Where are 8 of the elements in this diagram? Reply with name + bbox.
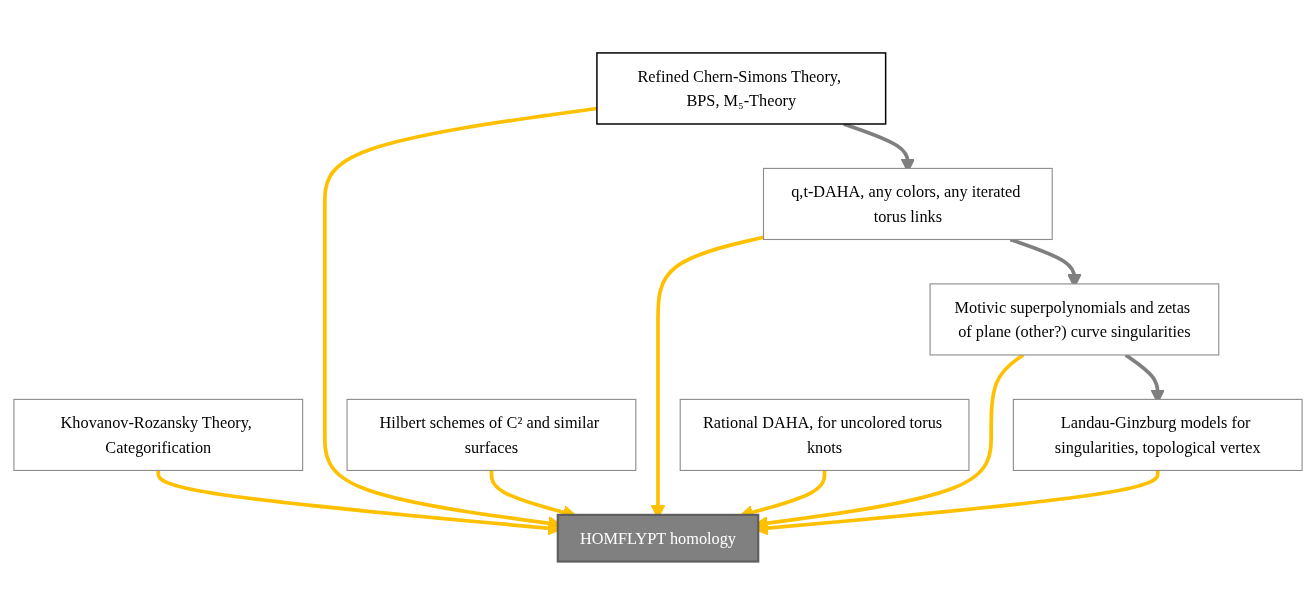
- node-box: q,t-DAHA, any colors, any iterated torus links: [762, 167, 1053, 240]
- node-box: Landau-Ginzburg models for singularities, topological vertex: [1012, 398, 1303, 471]
- node-box: HOMFLYPT homology: [556, 513, 760, 563]
- node-box: Refined Chern-Simons Theory, BPS, M₅-Theory: [596, 51, 887, 125]
- node-box: Hilbert schemes of C² and similar surfaces: [346, 398, 637, 471]
- node-box: Khovanov-Rozansky Theory, Categorification: [13, 398, 304, 471]
- node-box: Motivic superpolynomials and zetas of plane (other?) curve singularities: [929, 283, 1220, 356]
- node-box: Rational DAHA, for uncolored torus knots: [679, 398, 970, 471]
